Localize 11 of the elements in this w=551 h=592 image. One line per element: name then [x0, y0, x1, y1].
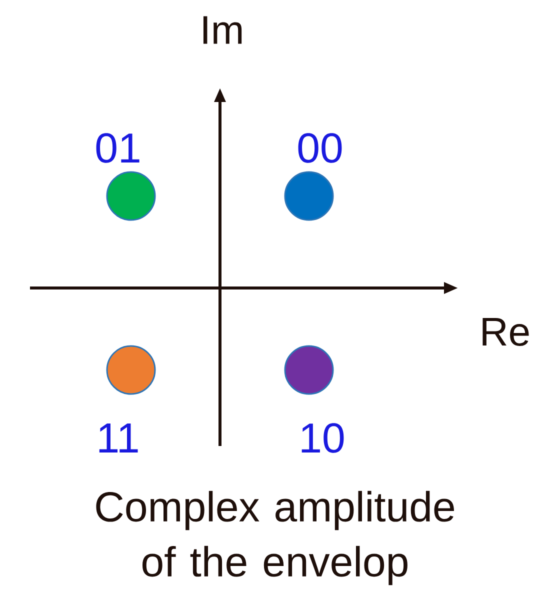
symbol-label: 11 — [99, 424, 138, 452]
constellation-point — [284, 171, 334, 221]
constellation-point — [106, 345, 156, 395]
axis-label: Re — [482, 318, 529, 346]
constellation-point — [106, 171, 156, 221]
constellation-point — [284, 345, 334, 395]
symbol-label: 00 — [298, 133, 342, 163]
axis-label: Im — [203, 16, 242, 44]
symbol-label: 10 — [302, 423, 344, 453]
caption: Complex amplitude of the envelop — [96, 490, 454, 586]
symbol-label: 01 — [96, 133, 140, 163]
